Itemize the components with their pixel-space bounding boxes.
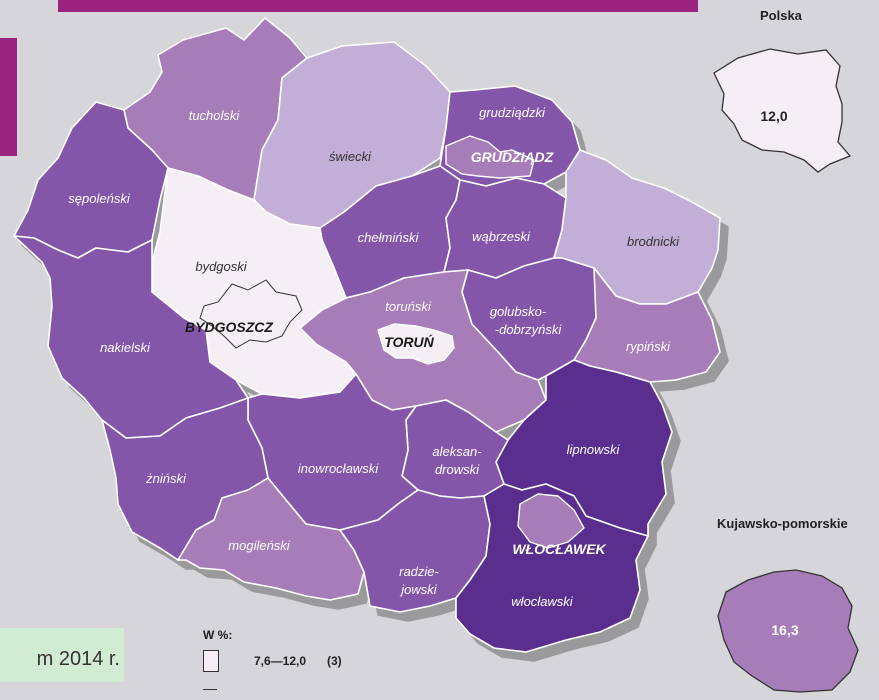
label-brodnicki: brodnicki <box>627 234 680 249</box>
legend-swatch <box>203 650 219 672</box>
label-sepolenski: sępoleński <box>68 191 131 206</box>
label-aleksandrowski-2: drowski <box>435 462 480 477</box>
region-nakielski[interactable] <box>13 235 249 439</box>
label-grudziadzki: grudziądzki <box>479 105 546 120</box>
label-grudziadz: GRUDZIĄDZ <box>471 149 554 165</box>
city-grudziadz[interactable] <box>445 135 535 179</box>
legend-title: W %: <box>203 628 233 642</box>
city-wloclawek[interactable] <box>517 493 585 549</box>
label-bydgoski: bydgoski <box>195 259 247 274</box>
inset-kujawsko-value: 16,3 <box>771 622 798 638</box>
label-swiecki: świecki <box>329 149 372 164</box>
city-torun[interactable] <box>377 323 455 365</box>
label-tucholski: tucholski <box>189 108 241 123</box>
label-bydgoszcz: BYDGOSZCZ <box>185 319 273 335</box>
region-mogilenski[interactable] <box>177 477 365 601</box>
footer-caption: m 2014 r. <box>36 648 120 670</box>
region-radziejowski[interactable] <box>339 489 491 613</box>
side-accent-bar <box>0 38 17 156</box>
label-golubsko-2: -dobrzyński <box>495 322 563 337</box>
inset-polska: 12,0 <box>713 48 852 173</box>
label-torunski: toruński <box>385 299 432 314</box>
label-wabrzeski: wąbrzeski <box>472 229 531 244</box>
label-radziejowski-2: jowski <box>399 582 438 597</box>
legend-swatch-next <box>203 689 217 700</box>
label-inowroclawski: inowrocławski <box>298 461 379 476</box>
inset-kujawsko: 16,3 <box>717 569 859 693</box>
legend-range: 7,6—12,0 <box>254 654 307 668</box>
header-accent-bar <box>58 0 698 12</box>
inset-kujawsko-title: Kujawsko-pomorskie <box>717 516 848 531</box>
label-radziejowski-1: radzie- <box>399 564 439 579</box>
label-wloclawek: WŁOCŁAWEK <box>512 541 606 557</box>
region-rypinski[interactable] <box>573 267 721 383</box>
label-nakielski: nakielski <box>100 340 151 355</box>
inset-polska-value: 12,0 <box>760 108 787 124</box>
label-golubsko-1: golubsko- <box>490 304 547 319</box>
label-rypinski: rypiński <box>626 339 671 354</box>
label-aleksandrowski-1: aleksan- <box>432 444 482 459</box>
label-lipnowski: lipnowski <box>567 442 621 457</box>
city-bydgoszcz[interactable] <box>199 279 303 349</box>
label-chelminski: chełmiński <box>358 230 420 245</box>
label-torun: TORUŃ <box>384 333 434 350</box>
label-mogilenski: mogileński <box>228 538 291 553</box>
region-wloclawski[interactable] <box>455 483 649 653</box>
legend-count: (3) <box>327 654 342 668</box>
footer-caption-box: m 2014 r. <box>0 628 124 682</box>
inset-polska-title: Polska <box>760 8 802 23</box>
label-zninski: żniński <box>145 471 187 486</box>
label-wloclawski: włocławski <box>511 594 574 609</box>
